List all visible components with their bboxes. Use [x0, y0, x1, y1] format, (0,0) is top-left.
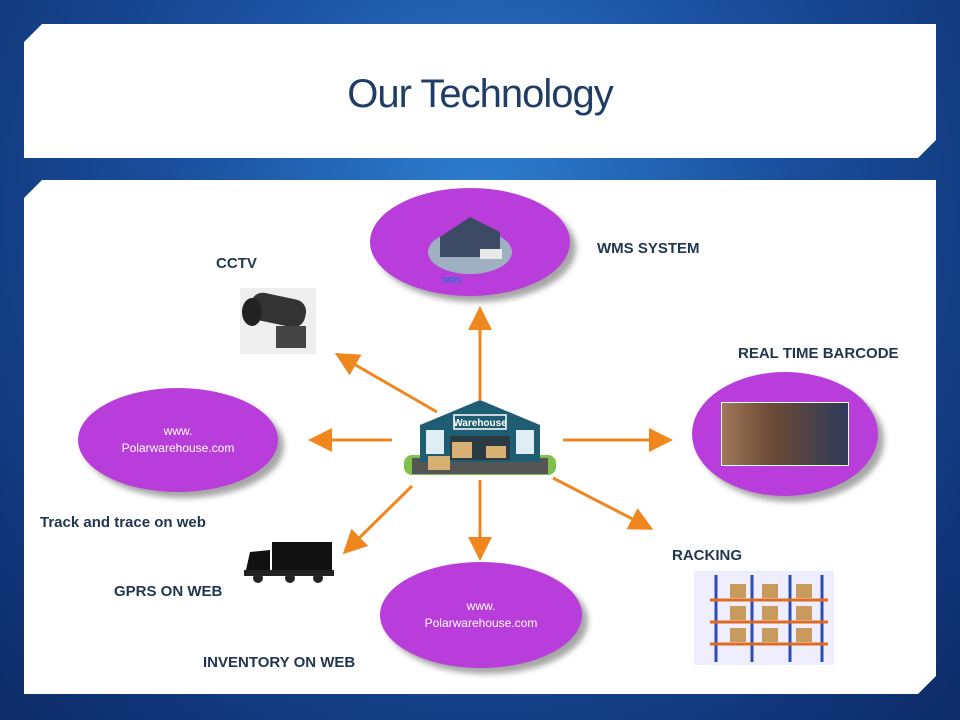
slide-title: Our Technology: [347, 72, 613, 116]
label-barcode: REAL TIME BARCODE: [738, 345, 899, 362]
web-line1: www.: [163, 424, 193, 438]
web-line2: Polarwarehouse.com: [121, 441, 235, 455]
web-line1: www.: [466, 599, 496, 613]
wms-warehouse-icon: WMS: [428, 217, 512, 285]
label-track: Track and trace on web: [40, 514, 206, 531]
racking-icon: [694, 571, 834, 665]
label-inventory: INVENTORY ON WEB: [203, 654, 356, 671]
web-ellipse-left: www. Polarwarehouse.com: [78, 388, 278, 492]
warehouse-icon: [404, 400, 556, 475]
arrow-gprs: [342, 484, 414, 555]
web-ellipse-bottom: www. Polarwarehouse.com: [380, 562, 582, 668]
web-line2: Polarwarehouse.com: [424, 616, 538, 630]
wms-logo-text: WMS: [442, 276, 462, 285]
truck-icon: [244, 542, 334, 583]
title-panel: [24, 24, 936, 158]
label-wms: WMS SYSTEM: [597, 240, 700, 257]
arrow-racking: [552, 476, 654, 530]
wms-ellipse: WMS: [370, 188, 570, 296]
cctv-camera-icon: [240, 288, 316, 354]
label-cctv: CCTV: [216, 255, 257, 272]
barcode-scanner-image: [721, 402, 849, 466]
warehouse-sign: Warehouse: [453, 418, 507, 429]
label-gprs: GPRS ON WEB: [114, 583, 223, 600]
arrow-cctv: [334, 353, 438, 414]
barcode-ellipse: [692, 372, 878, 496]
label-racking: RACKING: [672, 547, 742, 564]
